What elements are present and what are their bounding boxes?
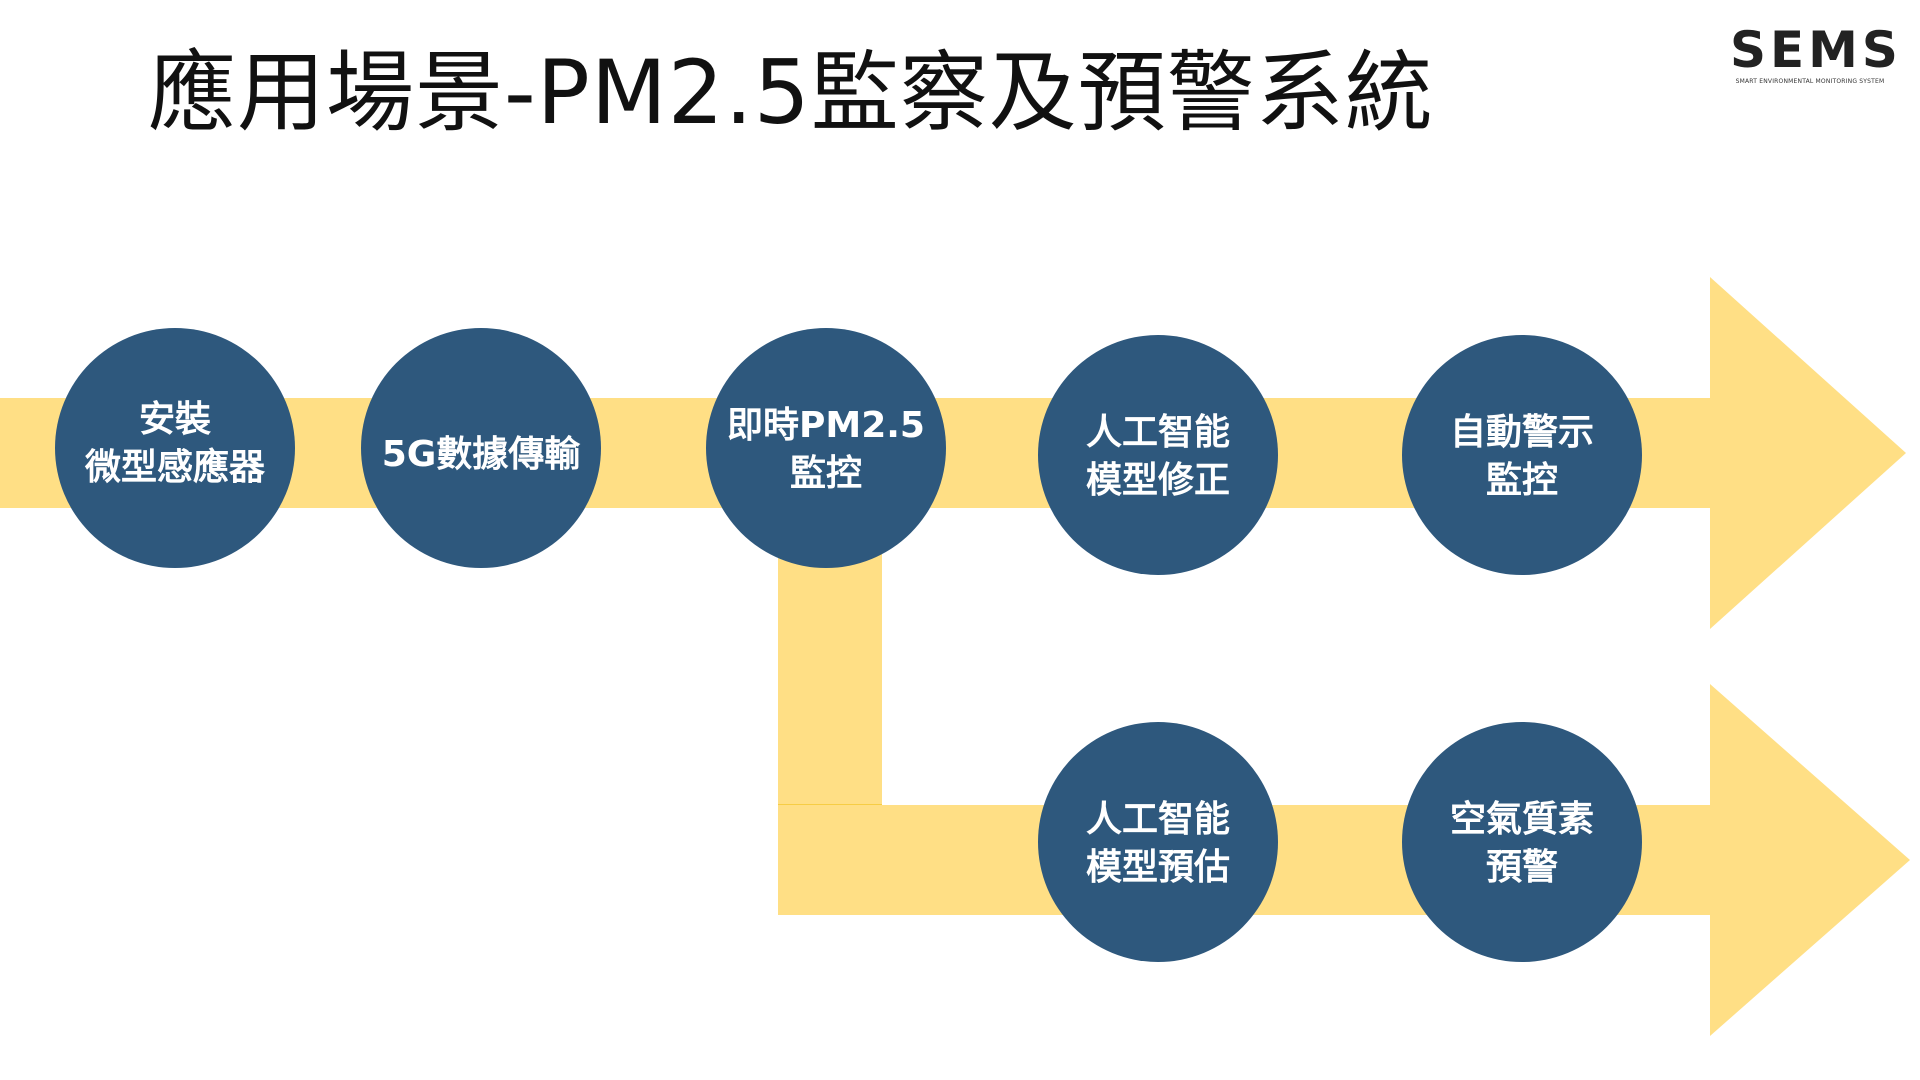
- node-label-line: 模型預估: [1085, 847, 1230, 888]
- node-label-5g-transmission: 5G數據傳輸: [371, 395, 591, 515]
- node-label-line: 模型修正: [1085, 460, 1230, 501]
- node-label-line: 即時PM2.5: [727, 405, 925, 446]
- node-circle-install-sensors: [55, 328, 295, 568]
- node-circle-ai-model-correction: [1038, 335, 1278, 575]
- node-label-line: 監控: [789, 453, 862, 494]
- node-label-line: 空氣質素: [1449, 799, 1594, 840]
- node-label-line: 預警: [1485, 847, 1558, 888]
- node-label-air-quality-warning: 空氣質素 預警: [1412, 784, 1632, 904]
- node-label-line: 人工智能: [1085, 412, 1230, 453]
- logo-tagline: SMART ENVIRONMENTAL MONITORING SYSTEM: [1735, 78, 1885, 85]
- node-circle-ai-model-forecast: [1038, 722, 1278, 962]
- bottom-arrow-head: [1710, 684, 1910, 1036]
- node-label-line: 微型感應器: [84, 447, 265, 488]
- top-arrow-head: [1710, 277, 1906, 629]
- node-circle-air-quality-warning: [1402, 722, 1642, 962]
- node-label-auto-alert-monitoring: 自動警示 監控: [1412, 397, 1632, 517]
- sems-logo: SEMS SMART ENVIRONMENTAL MONITORING SYST…: [1730, 21, 1902, 86]
- node-label-ai-model-correction: 人工智能 模型修正: [1048, 397, 1268, 517]
- node-circle-auto-alert-monitoring: [1402, 335, 1642, 575]
- slide-title: 應用場景-PM2.5監察及預警系統: [148, 41, 1434, 144]
- node-label-line: 自動警示: [1449, 412, 1594, 453]
- node-label-realtime-monitoring: 即時PM2.5 監控: [716, 390, 936, 510]
- node-label-install-sensors: 安裝 微型感應器: [65, 384, 285, 504]
- node-circle-realtime-monitoring: [706, 328, 946, 568]
- node-label-line: 人工智能: [1085, 799, 1230, 840]
- logo-wordmark: SEMS: [1730, 21, 1902, 79]
- node-label-line: 5G數據傳輸: [381, 434, 581, 475]
- node-label-line: 監控: [1485, 460, 1558, 501]
- node-label-ai-model-forecast: 人工智能 模型預估: [1048, 784, 1268, 904]
- node-label-line: 安裝: [138, 399, 211, 440]
- node-circle-5g-transmission: [361, 328, 601, 568]
